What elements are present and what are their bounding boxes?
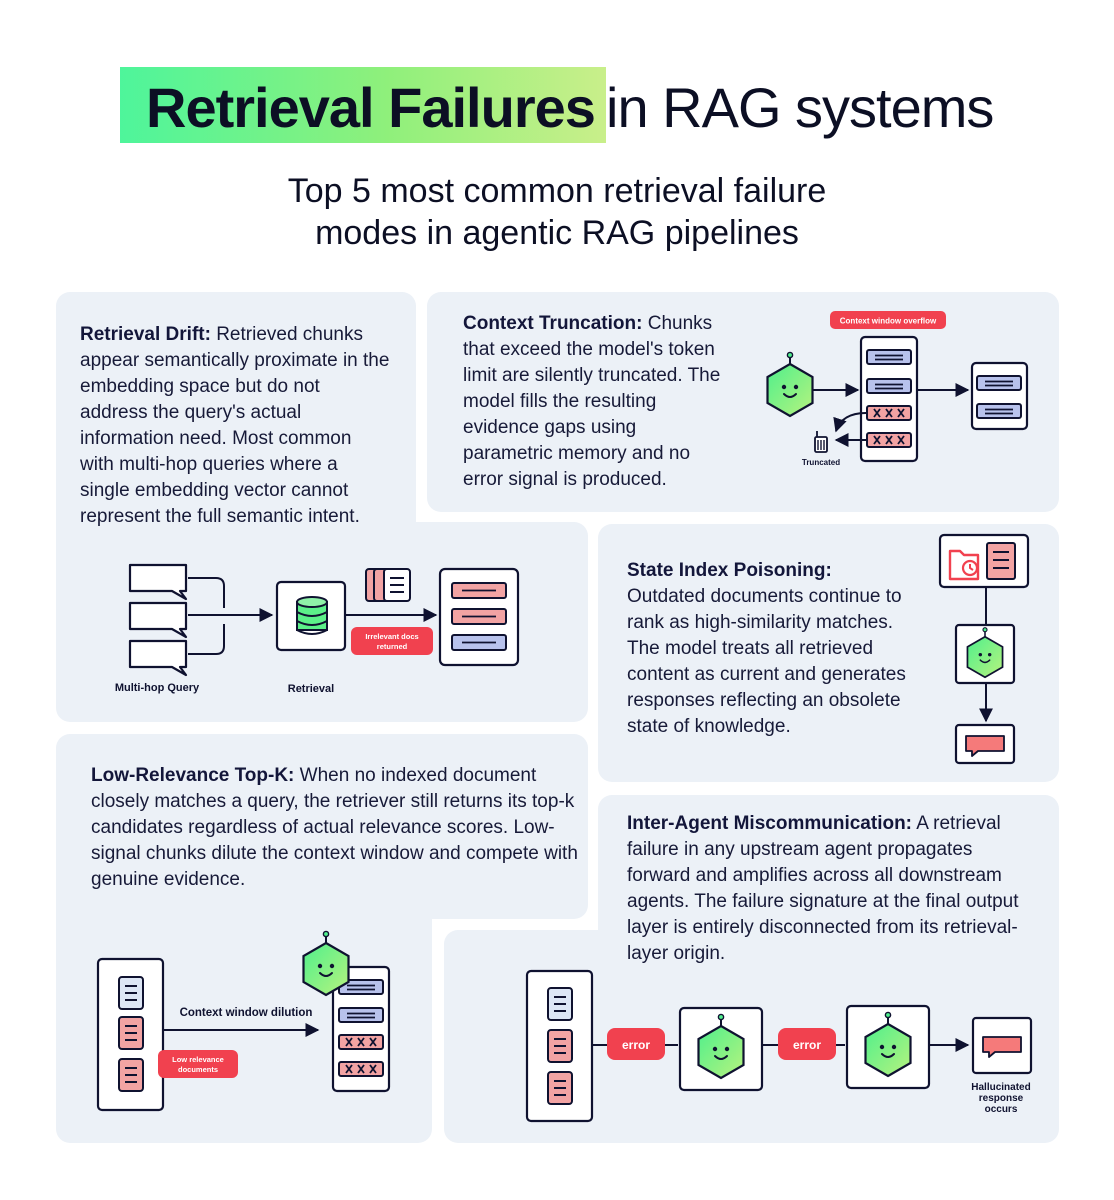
error-badge-2 bbox=[778, 1028, 836, 1060]
chunk-2 bbox=[338, 1007, 384, 1023]
context-window-overflow-label: Context window overflow bbox=[840, 317, 937, 326]
state-index-text: State Index Poisoning: Outdated document… bbox=[627, 558, 922, 740]
state-index-diagram bbox=[938, 533, 1030, 765]
context-window-overflow-badge bbox=[830, 311, 946, 329]
outdated-folder-icon bbox=[948, 549, 980, 581]
inter-agent-heading: Inter-Agent Miscommunication: bbox=[627, 813, 913, 834]
context-truncation-diagram: Context window overflow Truncated bbox=[766, 311, 1029, 467]
low-relevance-diagram: Context window dilution Low relevance do… bbox=[96, 930, 391, 1112]
truncated-label: Truncated bbox=[802, 458, 840, 467]
state-index-heading: State Index Poisoning: bbox=[627, 560, 832, 581]
low-relevance-heading: Low-Relevance Top-K: bbox=[91, 765, 295, 786]
outdated-doc-icon bbox=[986, 542, 1016, 580]
multi-hop-query-label: Multi-hop Query bbox=[115, 682, 200, 694]
low-relevance-text: Low-Relevance Top-K: When no indexed doc… bbox=[91, 763, 579, 893]
panel-low-relevance-topk-top bbox=[56, 734, 588, 919]
error-badge-1 bbox=[607, 1028, 665, 1060]
title-highlight bbox=[120, 67, 606, 143]
doc-low-relevance-icon-1 bbox=[118, 1016, 144, 1050]
doc-icon-2 bbox=[547, 1029, 573, 1063]
doc-relevant-icon bbox=[118, 976, 144, 1010]
chunk-low-1 bbox=[338, 1034, 384, 1050]
retrieval-drift-text: Retrieval Drift: Retrieved chunks appear… bbox=[80, 322, 390, 530]
context-truncation-text: Context Truncation: Chunks that exceed t… bbox=[463, 311, 731, 493]
doc-icon-1 bbox=[547, 987, 573, 1021]
error-badge-1-label: error bbox=[622, 1038, 650, 1052]
doc-icon-3 bbox=[547, 1071, 573, 1105]
inter-agent-text: Inter-Agent Miscommunication: A retrieva… bbox=[627, 811, 1027, 967]
subtitle-line-2: modes in agentic RAG pipelines bbox=[315, 214, 799, 252]
panel-context-truncation bbox=[427, 292, 1059, 512]
chunk-low-2 bbox=[338, 1061, 384, 1077]
chunk-truncated-2 bbox=[866, 432, 912, 448]
doc-stack-icon bbox=[365, 568, 411, 602]
trash-icon bbox=[814, 431, 828, 453]
model-input-box bbox=[970, 361, 1029, 431]
model-chunk-2 bbox=[976, 403, 1022, 419]
context-window-box bbox=[331, 965, 391, 1093]
retrieval-drift-diagram: Irrelevant docs returned Multi-hop Query… bbox=[115, 563, 520, 695]
irrelevant-docs-badge-line2: returned bbox=[377, 642, 408, 651]
state-index-body: Outdated documents continue to rank as h… bbox=[627, 586, 906, 737]
inter-agent-diagram: error error Hallucinated response occurs bbox=[525, 969, 1033, 1123]
database-icon bbox=[296, 596, 328, 635]
model-chunk-1 bbox=[976, 375, 1022, 391]
panel-retrieval-drift-top bbox=[56, 292, 416, 532]
query-bubble-3 bbox=[128, 639, 188, 677]
low-relevance-badge-line2: documents bbox=[178, 1065, 218, 1074]
page-title-bold: Retrieval Failures bbox=[146, 76, 596, 139]
context-truncation-heading: Context Truncation: bbox=[463, 313, 643, 334]
chunk-ok-1 bbox=[866, 349, 912, 365]
hallucinated-label-line2: response bbox=[979, 1093, 1024, 1104]
agent-icon bbox=[302, 930, 350, 997]
context-dilution-label: Context window dilution bbox=[180, 1007, 313, 1019]
page-subtitle: Top 5 most common retrieval failure mode… bbox=[200, 170, 914, 254]
query-bubble-2 bbox=[128, 601, 188, 639]
retrieval-drift-heading: Retrieval Drift: bbox=[80, 324, 211, 345]
query-bubble-1 bbox=[128, 563, 188, 601]
hallucinated-label-line1: Hallucinated bbox=[971, 1082, 1030, 1093]
retrieval-drift-body: Retrieved chunks appear semantically pro… bbox=[80, 324, 390, 527]
low-relevance-badge bbox=[158, 1050, 238, 1078]
irrelevant-docs-badge-line1: Irrelevant docs bbox=[365, 632, 418, 641]
chunk-ok-2 bbox=[866, 378, 912, 394]
retrieval-label: Retrieval bbox=[288, 683, 334, 695]
hallucinated-label-line3: occurs bbox=[985, 1104, 1018, 1115]
low-relevance-badge-line1: Low relevance bbox=[172, 1055, 224, 1064]
irrelevant-docs-badge bbox=[351, 627, 433, 655]
agent-icon bbox=[766, 351, 814, 418]
doc-low-relevance-icon-2 bbox=[118, 1058, 144, 1092]
error-badge-2-label: error bbox=[793, 1038, 821, 1052]
low-relevance-body: When no indexed document closely matches… bbox=[91, 765, 578, 890]
subtitle-line-1: Top 5 most common retrieval failure bbox=[287, 172, 827, 210]
panel-inter-agent-top bbox=[598, 795, 1059, 945]
inter-agent-body: A retrieval failure in any upstream agen… bbox=[627, 813, 1019, 964]
context-truncation-body: Chunks that exceed the model's token lim… bbox=[463, 313, 721, 490]
response-bubble-icon bbox=[965, 735, 1005, 757]
chunk-truncated-1 bbox=[866, 405, 912, 421]
page-title-rest: in RAG systems bbox=[606, 76, 994, 139]
response-bubble-icon bbox=[982, 1036, 1022, 1058]
context-window-box bbox=[859, 335, 919, 463]
